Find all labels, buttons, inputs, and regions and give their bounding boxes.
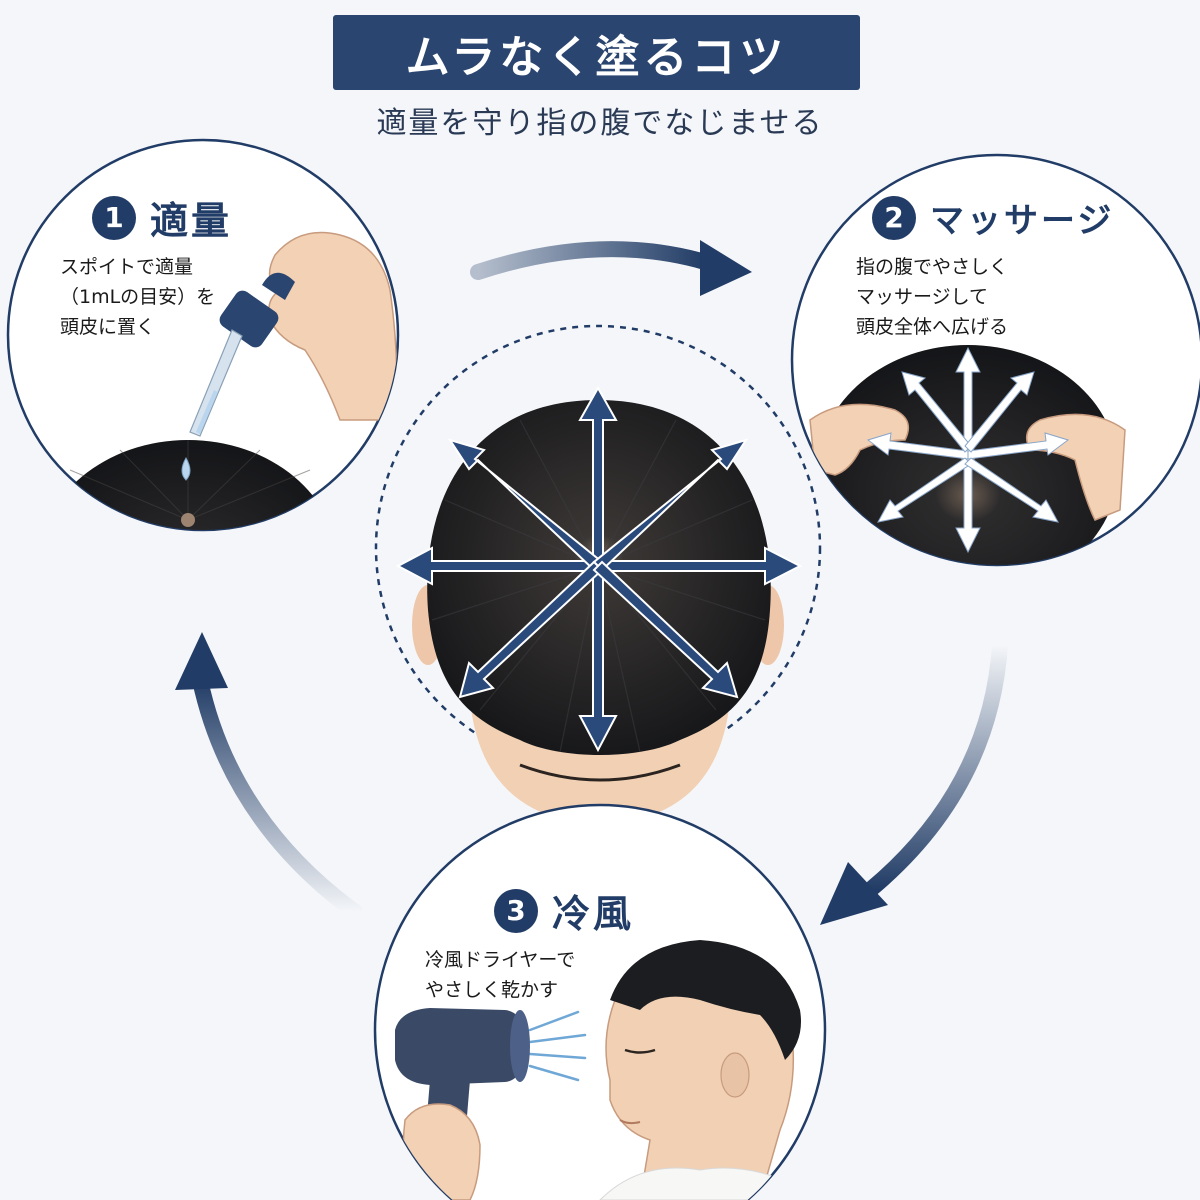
page-subtitle: 適量を守り指の腹でなじませる	[376, 106, 824, 141]
left-hand	[809, 403, 910, 476]
step-1-name: 適量	[150, 199, 233, 243]
massage-arrows-icon	[866, 346, 1070, 554]
step-1-number-badge: 1	[92, 195, 136, 240]
spread-arrows-icon	[395, 385, 803, 753]
step-1-heading: 1 適量	[92, 190, 232, 245]
liquid-drop	[181, 456, 191, 481]
center-head-illustration	[374, 324, 822, 844]
step-2-description: 指の腹でやさしく マッサージして 頭皮全体へ広げる	[856, 256, 1009, 338]
cycle-arrow-left	[175, 632, 363, 920]
cycle-arrow-right	[820, 637, 1008, 925]
page-title: ムラなく塗るコツ	[333, 15, 860, 90]
cool-air-lines	[528, 1010, 587, 1082]
step-3-heading: 3 冷風	[494, 883, 634, 938]
cycle-arrow-top	[470, 240, 752, 296]
step-2-number-badge: 2	[872, 195, 916, 240]
step-2-name: マッサージ	[930, 201, 1115, 241]
dropper-icon	[189, 272, 295, 437]
step-2-circle	[790, 153, 1200, 567]
hand-icon	[268, 231, 398, 421]
step-3-circle	[373, 803, 827, 1200]
man-profile-illustration	[598, 940, 822, 1200]
step-3-number-badge: 3	[494, 888, 538, 933]
step-3-description: 冷風ドライヤーで やさしく乾かす	[425, 949, 576, 1001]
step-3-name: 冷風	[552, 892, 635, 936]
hair-dryer-icon	[395, 1008, 530, 1200]
step-2-heading: 2 マッサージ	[872, 193, 1114, 242]
step-1-description: スポイトで適量 （1mLの目安）を 頭皮に置く	[60, 256, 216, 338]
